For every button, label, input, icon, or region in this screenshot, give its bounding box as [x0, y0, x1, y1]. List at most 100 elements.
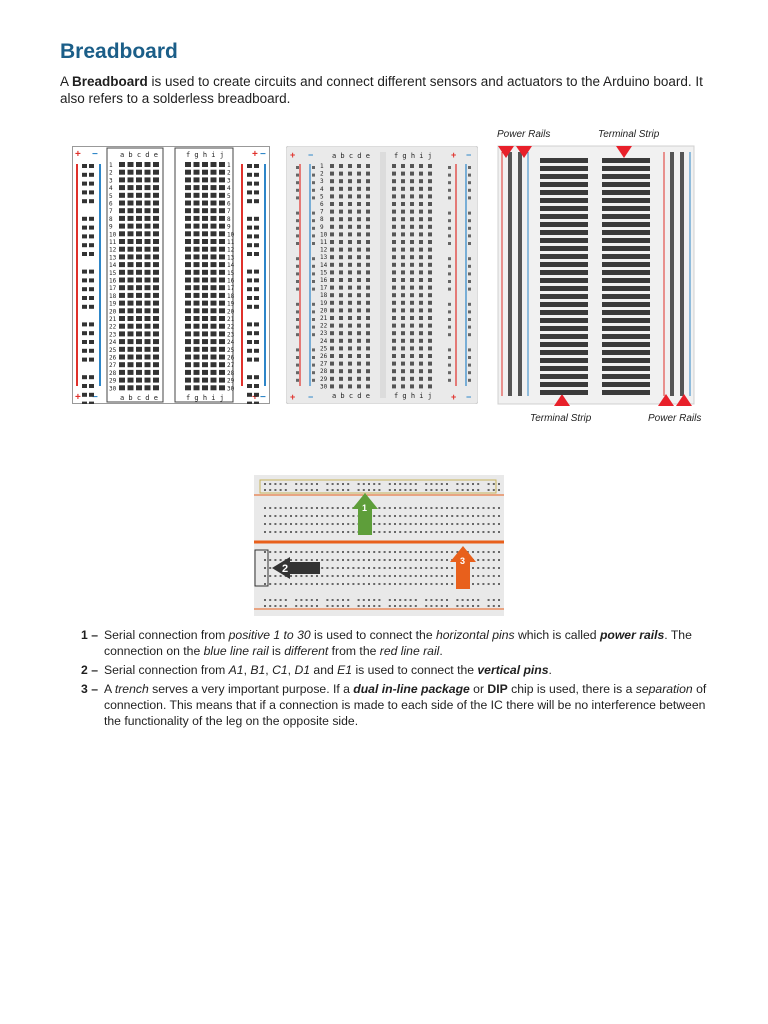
- row-number: 23: [320, 330, 328, 337]
- terminal-strip-bar: [540, 270, 588, 275]
- terminal-strip-bar: [602, 166, 650, 171]
- terminal-strip-bar: [540, 158, 588, 163]
- row-number: 13: [320, 254, 328, 261]
- terminal-strip-bar: [540, 390, 588, 395]
- row-number: 7: [227, 208, 231, 215]
- terminal-strip-bar: [540, 190, 588, 195]
- note-text-run: A1: [229, 663, 244, 677]
- terminal-strip-bar: [602, 382, 650, 387]
- row-number: 2: [227, 170, 231, 177]
- terminal-strip-bar: [540, 262, 588, 267]
- note-item: 2 – Serial connection from A1, B1, C1, D…: [60, 662, 720, 678]
- note-text: Serial connection from A1, B1, C1, D1 an…: [104, 662, 720, 678]
- row-number: 15: [109, 270, 117, 277]
- terminal-strip-bar: [540, 278, 588, 283]
- row-number: 24: [320, 338, 328, 345]
- row-number: 28: [320, 368, 328, 375]
- terminal-strip-bar: [602, 238, 650, 243]
- note-item: 3 – A trench serves a very important pur…: [60, 681, 720, 729]
- terminal-strip-bar: [602, 206, 650, 211]
- terminal-strip-bar: [540, 342, 588, 347]
- row-number: 10: [227, 231, 235, 238]
- terminal-strip-bar: [602, 310, 650, 315]
- row-number: 10: [320, 231, 328, 238]
- row-number: 17: [109, 285, 117, 292]
- terminal-strip-bar: [602, 366, 650, 371]
- note-text-run: .: [439, 644, 442, 658]
- breadboard-internal-strips: Power Rails Terminal Strip Terminal Stri…: [494, 124, 708, 426]
- row-number: 14: [109, 262, 117, 269]
- note-text-run: serves a very important purpose. If a: [149, 682, 354, 696]
- column-letters: f g h i j: [186, 394, 224, 402]
- label-power-rails-top: Power Rails: [497, 129, 550, 140]
- terminal-strip-bar: [602, 350, 650, 355]
- terminal-strip-bar: [602, 302, 650, 307]
- row-number: 29: [227, 378, 235, 385]
- row-number: 11: [109, 239, 117, 246]
- terminal-strip-bar: [602, 278, 650, 283]
- label-terminal-strip-top: Terminal Strip: [598, 129, 660, 140]
- breadboard-schematic: + − + − + − + − a b c d e f g h i j a b …: [72, 146, 270, 404]
- note-number: 1 –: [60, 627, 104, 659]
- terminal-strip-bar: [540, 366, 588, 371]
- terminal-strip-bar: [540, 286, 588, 291]
- row-number: 22: [320, 323, 328, 330]
- terminal-strip-bar: [540, 358, 588, 363]
- plus-sign: +: [451, 392, 456, 402]
- row-number: 17: [320, 285, 328, 292]
- label-power-rails-bottom: Power Rails: [648, 413, 701, 424]
- row-number: 3: [227, 177, 231, 184]
- note-text-run: which is called: [515, 628, 600, 642]
- note-item: 1 – Serial connection from positive 1 to…: [60, 627, 720, 659]
- row-number: 12: [109, 247, 117, 254]
- plus-sign: +: [75, 392, 81, 403]
- note-text-run: is used to connect the: [311, 628, 436, 642]
- terminal-strip-bar: [602, 318, 650, 323]
- row-number: 14: [320, 262, 328, 269]
- note-text: A trench serves a very important purpose…: [104, 681, 720, 729]
- row-number: 11: [320, 239, 328, 246]
- note-number: 2 –: [60, 662, 104, 678]
- row-number: 9: [320, 224, 324, 231]
- breadboard-photo: + − + − + − + − a b c d e f g h i j a b …: [286, 146, 478, 404]
- row-number: 29: [320, 376, 328, 383]
- note-text-run: blue line rail: [204, 644, 269, 658]
- terminal-strip-bar: [602, 326, 650, 331]
- row-number: 1: [227, 162, 231, 169]
- row-number: 26: [320, 353, 328, 360]
- row-number: 8: [109, 216, 113, 223]
- row-number: 11: [227, 239, 235, 246]
- notes-list: 1 – Serial connection from positive 1 to…: [60, 627, 720, 732]
- row-number: 24: [227, 339, 235, 346]
- terminal-strip-bar: [540, 302, 588, 307]
- plus-sign: +: [451, 150, 456, 160]
- terminal-strip-bar: [602, 294, 650, 299]
- terminal-strip-bar: [602, 334, 650, 339]
- terminal-strip-bar: [540, 374, 588, 379]
- terminal-strip-bar: [602, 246, 650, 251]
- terminal-strip-bar: [602, 198, 650, 203]
- note-text-run: C1: [272, 663, 288, 677]
- row-number: 19: [109, 301, 117, 308]
- terminal-strip-bar: [540, 198, 588, 203]
- terminal-strip-bar: [540, 294, 588, 299]
- row-number: 1: [109, 162, 113, 169]
- terminal-strip-bar: [540, 206, 588, 211]
- terminal-strip-bar: [540, 326, 588, 331]
- row-number: 8: [227, 216, 231, 223]
- terminal-strip-bar: [540, 318, 588, 323]
- row-number: 27: [320, 361, 328, 368]
- row-number: 22: [109, 324, 117, 331]
- note-text-run: E1: [337, 663, 352, 677]
- note-text-run: A: [104, 682, 115, 696]
- note-text-run: chip is used, there is a: [508, 682, 636, 696]
- row-number: 18: [320, 292, 328, 299]
- row-number: 19: [320, 300, 328, 307]
- plus-sign: +: [290, 150, 295, 160]
- note-text-run: B1: [250, 663, 265, 677]
- note-text-run: horizontal pins: [436, 628, 515, 642]
- note-text-run: separation: [636, 682, 693, 696]
- note-text: Serial connection from positive 1 to 30 …: [104, 627, 720, 659]
- row-number: 13: [109, 254, 117, 261]
- note-text-run: .: [549, 663, 552, 677]
